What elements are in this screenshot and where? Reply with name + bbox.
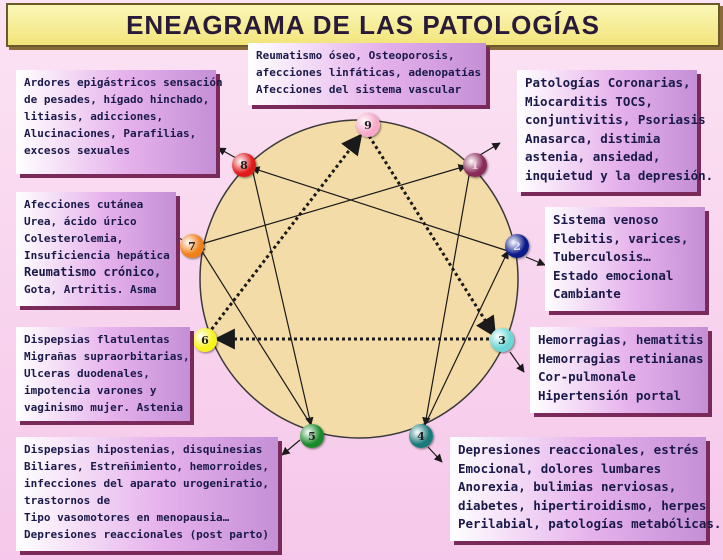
box-5-line: Dispepsias hipostenias, disquinesias: [24, 443, 263, 456]
pointer-arrow-2: [525, 256, 546, 266]
box-4-line: Emocional, dolores lumbares: [458, 460, 662, 476]
box-node-3: Hemorragias, hematitis Hemorragias retin…: [530, 327, 708, 413]
box-7-line: Gota, Artritis. Asma: [24, 283, 157, 296]
box-2-line: Estado emocional: [553, 267, 674, 283]
box-4-line: diabetes, hipertiroidismo, herpes: [458, 497, 707, 513]
box-2-line: Sistema venoso: [553, 212, 659, 227]
pointer-arrow-8: [217, 147, 237, 159]
box-5-line: Depresiones reaccionales (post parto): [24, 528, 270, 541]
node-5: 5: [300, 424, 324, 448]
box-top-line: Reumatismo óseo, Osteoporosis,: [256, 49, 455, 62]
box-6-line: Ulceras duodenales,: [24, 367, 150, 380]
box-node-8: Ardores epigástricos sensación de pesade…: [16, 70, 223, 174]
box-6-line: impotencia varones y: [24, 384, 157, 397]
box-node-5: Dispepsias hipostenias, disquinesias Bil…: [16, 437, 278, 551]
pointer-arrow-5: [281, 439, 301, 456]
box-5-line: trastornos de: [24, 494, 111, 507]
triangle-line-9-3: [364, 130, 497, 338]
node-6: 6: [193, 328, 217, 352]
box-3-line: Hipertensión portal: [538, 387, 681, 403]
box-6-line: vaginismo mujer. Astenia: [24, 401, 183, 414]
node-2: 2: [505, 234, 529, 258]
box-node-2: Sistema venoso Flebitis, varices, Tuberc…: [545, 207, 705, 311]
box-7-line: Urea, ácido úrico: [24, 215, 137, 228]
box-top-line: afecciones linfáticas, adenopatías: [256, 66, 482, 79]
node-1: 1: [463, 153, 487, 177]
box-2-line: Tuberculosis…: [553, 249, 651, 264]
box-1-line: astenia, ansiedad,: [525, 149, 661, 164]
box-1-line: Patologías Coronarias,: [525, 75, 691, 90]
box-node-4: Depresiones reaccionales, estrés Emocion…: [450, 437, 722, 541]
box-5-line: Tipo vasomotores en menopausia…: [24, 511, 230, 524]
box-6-line: Dispepsias flatulentas: [24, 333, 170, 346]
box-node-1: Patologías Coronarias, Miocarditis TOCS,…: [517, 70, 714, 192]
box-3-line: Hemorragias, hematitis: [538, 332, 704, 347]
node-8: 8: [232, 153, 256, 177]
pointer-arrow-1: [479, 142, 501, 156]
box-5-line: infecciones del aparato urogeniratio,: [24, 477, 270, 490]
hexad-line-2-8: [251, 166, 509, 252]
box-1-line: conjuntivitis, Psoriasis: [525, 112, 706, 127]
box-8-line: litiasis, adicciones,: [24, 110, 164, 123]
hexad-line-4-2: [424, 250, 509, 426]
box-1-line: Anasarca, distimia: [525, 130, 661, 146]
box-8-line: excesos sexuales: [24, 144, 130, 157]
box-1-line: inquietud y la depresión.: [525, 167, 714, 183]
box-4-line: Depresiones reaccionales, estrés: [458, 442, 699, 457]
box-8-line: Alucinaciones, Parafilias,: [24, 127, 197, 140]
box-2-line: Cambiante: [553, 286, 621, 301]
box-node-6: Dispepsias flatulentas Migrañas supraorb…: [16, 327, 190, 421]
box-7-line: Colesterolemia,: [24, 232, 124, 245]
box-1-line: Miocarditis TOCS,: [525, 93, 653, 109]
box-7-line: Insuficiencia hepática: [24, 249, 170, 262]
box-7-line: Reumatismo crónico,: [24, 265, 162, 279]
hexad-line-5-7: [197, 244, 312, 426]
node-4: 4: [409, 424, 433, 448]
hexad-line-1-4: [422, 169, 471, 426]
hexad-line-8-5: [251, 167, 314, 426]
box-4-line: Anorexia, bulimias nerviosas,: [458, 479, 677, 494]
box-7-line: Afecciones cutánea: [24, 198, 144, 211]
box-4-line: Perilabial, patologías metabólicas.: [458, 516, 722, 531]
box-8-line: Ardores epigástricos sensación: [24, 76, 223, 89]
box-3-line: Hemorragias retinianas: [538, 350, 704, 366]
box-3-line: Cor-pulmonale: [538, 369, 636, 384]
node-7: 7: [180, 234, 204, 258]
box-6-line: Migrañas supraorbitarias,: [24, 350, 190, 363]
box-top: Reumatismo óseo, Osteoporosis, afeccione…: [248, 43, 486, 105]
box-node-7: Afecciones cutánea Urea, ácido úrico Col…: [16, 192, 176, 306]
box-2-line: Flebitis, varices,: [553, 230, 689, 246]
pointer-arrow-3: [509, 351, 525, 373]
hexad-line-7-1: [197, 164, 467, 246]
box-5-line: Biliares, Estreñimiento, hemorroides,: [24, 460, 270, 473]
pointer-arrow-4: [427, 446, 443, 463]
box-8-line: de pesades, hígado hinchado,: [24, 93, 210, 106]
node-9: 9: [356, 113, 380, 137]
page-title: ENEAGRAMA DE LAS PATOLOGÍAS: [6, 3, 720, 47]
box-top-line: Afecciones del sistema vascular: [256, 83, 462, 96]
node-3: 3: [490, 328, 514, 352]
